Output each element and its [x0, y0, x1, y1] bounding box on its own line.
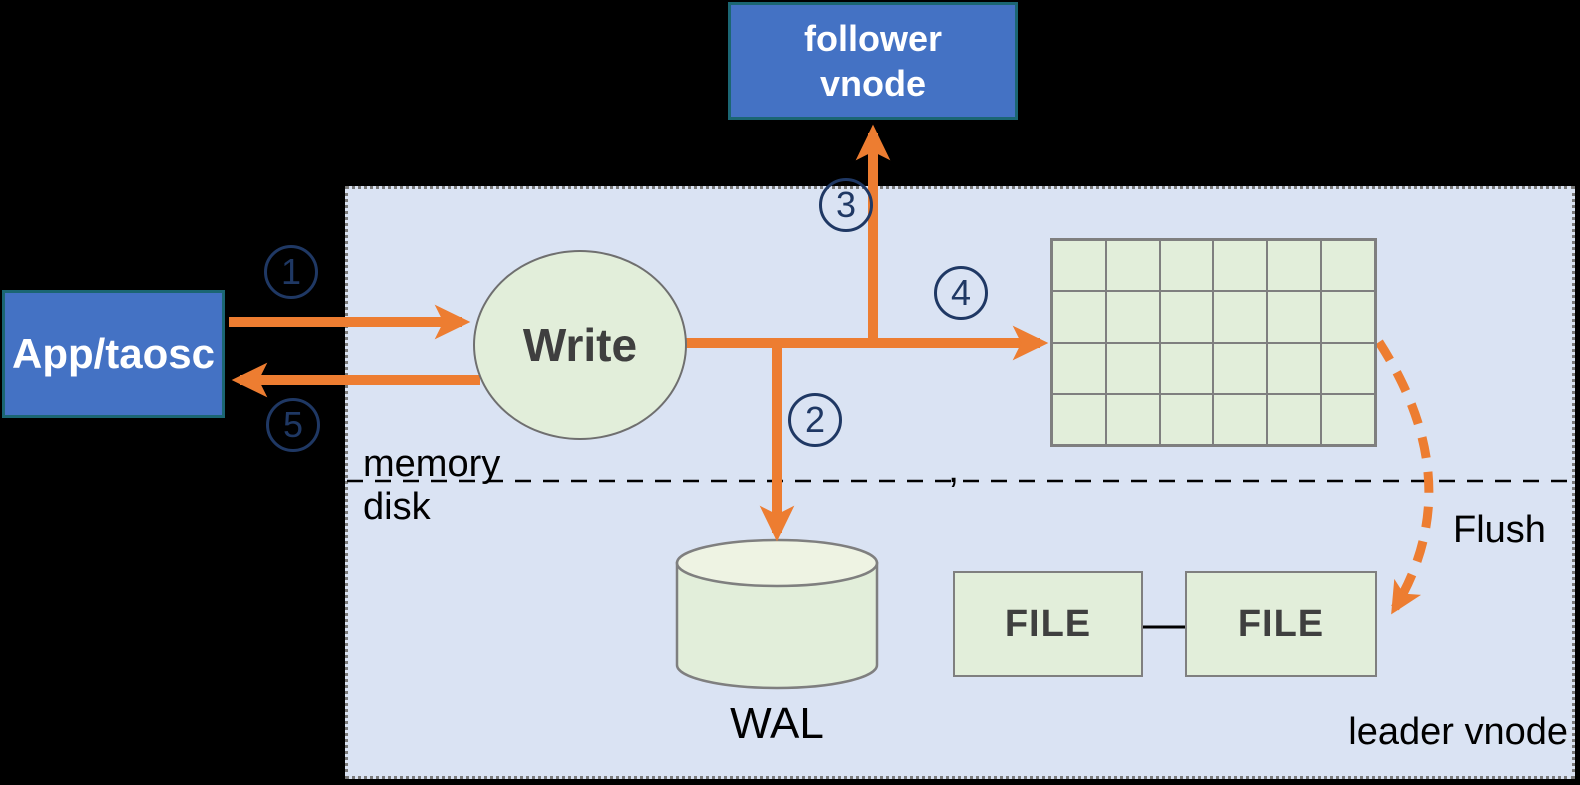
divider-mark: ,	[948, 447, 960, 491]
memtable-cell	[1214, 343, 1267, 393]
file-1-label: FILE	[1004, 602, 1092, 645]
memory-label: memory	[363, 443, 501, 485]
memtable-cell	[1053, 292, 1105, 342]
memtable-cell	[1322, 394, 1374, 444]
memtable-cell	[1053, 241, 1105, 291]
step-1-number: 1	[280, 251, 302, 292]
memtable-cell	[1268, 394, 1321, 444]
follower-vnode-node: follower vnode	[728, 2, 1018, 120]
step-2-number: 2	[804, 399, 826, 440]
memtable-cell	[1053, 343, 1105, 393]
memtable-cell	[1214, 394, 1267, 444]
memtable-cell	[1322, 343, 1374, 393]
leader-vnode-label: leader vnode	[1348, 711, 1568, 753]
file-box-1: FILE	[953, 571, 1143, 677]
memtable-cell	[1160, 292, 1213, 342]
wal-label: WAL	[730, 699, 824, 748]
memtable-cell	[1053, 394, 1105, 444]
memtable-cell	[1268, 241, 1321, 291]
file-2-label: FILE	[1237, 602, 1325, 645]
step-badge-3: 3	[819, 178, 873, 232]
write-label: Write	[522, 319, 638, 371]
memtable-cell	[1160, 394, 1213, 444]
memtable-cell	[1160, 343, 1213, 393]
memtable-cell	[1106, 394, 1159, 444]
write-node: Write	[473, 250, 687, 440]
memtable-cell	[1106, 241, 1159, 291]
app-taosc-node: App/taosc	[2, 290, 225, 418]
memtable-cell	[1268, 292, 1321, 342]
memtable-cell	[1322, 292, 1374, 342]
memtable-cell	[1214, 292, 1267, 342]
memtable-cell	[1106, 343, 1159, 393]
step-badge-4: 4	[934, 266, 988, 320]
disk-label: disk	[363, 486, 431, 528]
memtable-cell	[1322, 241, 1374, 291]
memtable-cell	[1268, 343, 1321, 393]
memtable-grid	[1050, 238, 1377, 447]
memtable-cell	[1214, 241, 1267, 291]
step-badge-1: 1	[264, 245, 318, 299]
follower-vnode-label: follower vnode	[803, 18, 942, 104]
step-5-number: 5	[282, 404, 304, 445]
app-taosc-label: App/taosc	[11, 329, 216, 377]
step-4-number: 4	[950, 272, 972, 313]
step-badge-5: 5	[266, 398, 320, 452]
file-box-2: FILE	[1185, 571, 1377, 677]
step-3-number: 3	[835, 184, 857, 225]
flush-label: Flush	[1453, 509, 1546, 551]
memtable-cell	[1106, 292, 1159, 342]
step-badge-2: 2	[788, 393, 842, 447]
memtable-cell	[1160, 241, 1213, 291]
